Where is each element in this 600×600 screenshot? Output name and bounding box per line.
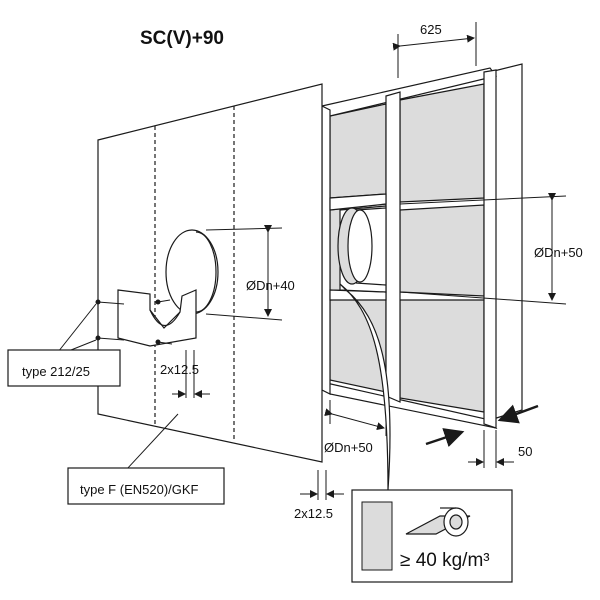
insulation-roll-icon: [405, 507, 471, 537]
insulation-lower-right: [399, 299, 485, 413]
middle-stud: [385, 91, 401, 403]
diagram-title: SC(V)+90: [140, 28, 224, 49]
density-label: ≥ 40 kg/m³: [400, 550, 490, 571]
dim-625-label: 625: [420, 22, 442, 37]
type-f-label: type F (EN520)/GKF: [80, 482, 199, 497]
dimension-dn40: [205, 225, 283, 321]
dim-2x12-left-label: 2x12.5: [160, 362, 199, 377]
insulation-swatch: [361, 501, 393, 571]
insulation-opening-right: [399, 204, 485, 297]
gypsum-board-panel: [97, 83, 323, 463]
dimension-2x12-left: [172, 350, 210, 398]
insulation-upper-right: [399, 83, 485, 203]
insulation-legend: ≥ 40 kg/m³: [351, 489, 513, 583]
left-stud: [321, 105, 331, 395]
insulation-upper-left: [329, 103, 387, 199]
stud-frame-assembly: [320, 63, 523, 429]
dim-dn50-right-label: ØDn+50: [534, 245, 583, 260]
arrow-icon: [497, 404, 539, 424]
dimension-dn50-right: [399, 193, 567, 305]
dim-2x12-bottom-label: 2x12.5: [294, 506, 333, 521]
callout-box-type-212: [7, 349, 121, 387]
right-stud: [483, 69, 497, 429]
dimension-2x12-bottom: [300, 470, 344, 500]
mounting-bracket: [117, 289, 197, 347]
dim-dn40-label: ØDn+40: [246, 278, 295, 293]
type-212-label: type 212/25: [22, 364, 90, 379]
cross-rail-upper: [329, 193, 387, 211]
pointer-arrows: [425, 404, 539, 448]
callout-box-type-f: [67, 467, 225, 505]
dimension-625: [392, 22, 477, 78]
arrow-icon: [425, 428, 465, 448]
dim-dn50-bottom-label: ØDn+50: [324, 440, 373, 455]
dimension-50: [468, 430, 514, 468]
duct-inner: [347, 209, 373, 283]
dimension-dn50-bottom: [324, 400, 387, 436]
dim-50-label: 50: [518, 444, 532, 459]
